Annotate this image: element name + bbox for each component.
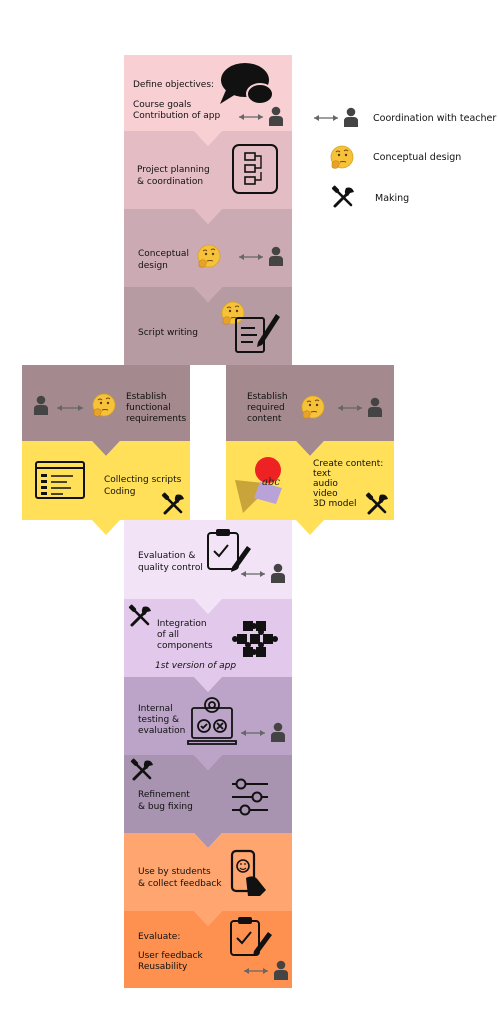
step-block-use — [124, 833, 292, 926]
step-labels: Define objectives: Course goals Contribu… — [104, 80, 383, 972]
thinking-emoji-icon — [197, 244, 221, 268]
double-arrow-icon — [57, 405, 83, 411]
collect-line-2: Coding — [104, 487, 135, 497]
legend: Coordination with teacher Conceptual des… — [314, 108, 496, 208]
document-pen-icon — [235, 314, 280, 353]
legend-label-coordination: Coordination with teacher — [373, 113, 496, 124]
functional-line-3: requirements — [126, 414, 187, 424]
step-block-collect — [22, 441, 190, 535]
legend-arrow-person-icon — [314, 108, 358, 127]
evaluate-line-user-feedback: User feedback — [138, 951, 204, 961]
step-block-internal — [124, 677, 292, 770]
create-line-2: text — [313, 469, 331, 479]
media-shapes-icon: abc — [235, 457, 282, 513]
flowchart-icon — [232, 144, 278, 194]
functional-line-2: functional — [126, 403, 171, 413]
step-block-evaluate — [124, 911, 292, 988]
evaluation-line-1: Evaluation & — [138, 551, 195, 561]
integration-note: 1st version of app — [155, 661, 236, 671]
use-line-1: Use by students — [138, 867, 211, 877]
chat-bubbles-icon — [220, 63, 274, 105]
integration-line-2: of all — [157, 630, 179, 640]
integration-line-1: Integration — [157, 619, 207, 629]
script-line-1: Script writing — [138, 328, 198, 338]
evaluate-heading: Evaluate: — [138, 932, 180, 942]
legend-label-conceptual: Conceptual design — [373, 152, 461, 163]
legend-label-making: Making — [375, 193, 409, 204]
planning-line-2: & coordination — [137, 177, 203, 187]
concept-line-2: design — [138, 261, 168, 271]
thinking-emoji-icon — [301, 395, 325, 419]
refinement-line-1: Refinement — [138, 790, 190, 800]
step-block-planning — [124, 131, 292, 224]
legend-tools-icon — [329, 183, 356, 208]
create-line-4: video — [313, 489, 338, 499]
content-req-line-1: Establish — [247, 392, 288, 402]
integration-line-3: components — [157, 641, 213, 651]
internal-line-1: Internal — [138, 704, 173, 714]
planning-line-1: Project planning — [137, 165, 210, 175]
refinement-line-2: & bug fixing — [138, 802, 193, 812]
create-line-3: audio — [313, 479, 338, 489]
evaluation-line-2: quality control — [138, 563, 203, 573]
puzzle-icon — [232, 621, 278, 657]
laptop-settings-icon — [187, 697, 237, 745]
evaluate-line-reusability: Reusability — [138, 962, 188, 972]
thinking-emoji-icon — [221, 301, 245, 325]
concept-line-1: Conceptual — [138, 249, 189, 259]
define-line-contribution: Contribution of app — [133, 111, 221, 121]
step-block-script — [124, 287, 292, 365]
create-line-5: 3D model — [313, 499, 357, 509]
phone-feedback-icon — [230, 849, 266, 896]
sliders-icon — [232, 778, 268, 816]
step-block-refinement — [124, 755, 292, 848]
internal-line-3: evaluation — [138, 726, 185, 736]
internal-line-2: testing & — [138, 715, 179, 725]
create-line-1: Create content: — [313, 459, 383, 469]
thinking-emoji-icon — [92, 393, 116, 417]
collect-line-1: Collecting scripts — [104, 475, 182, 485]
use-line-2: & collect feedback — [138, 879, 222, 889]
code-window-icon — [35, 461, 85, 499]
content-req-line-2: required — [247, 403, 285, 413]
clipboard-check-icon — [230, 917, 272, 956]
functional-line-1: Establish — [126, 392, 167, 402]
define-heading: Define objectives: — [133, 80, 214, 90]
legend-thinking-emoji-icon — [330, 145, 354, 169]
step-icons: abc — [34, 63, 390, 980]
content-req-line-3: content — [247, 414, 282, 424]
step-blocks — [22, 55, 394, 988]
define-line-course-goals: Course goals — [133, 100, 192, 110]
media-abc-text: abc — [262, 477, 280, 488]
clipboard-check-icon — [207, 529, 251, 572]
